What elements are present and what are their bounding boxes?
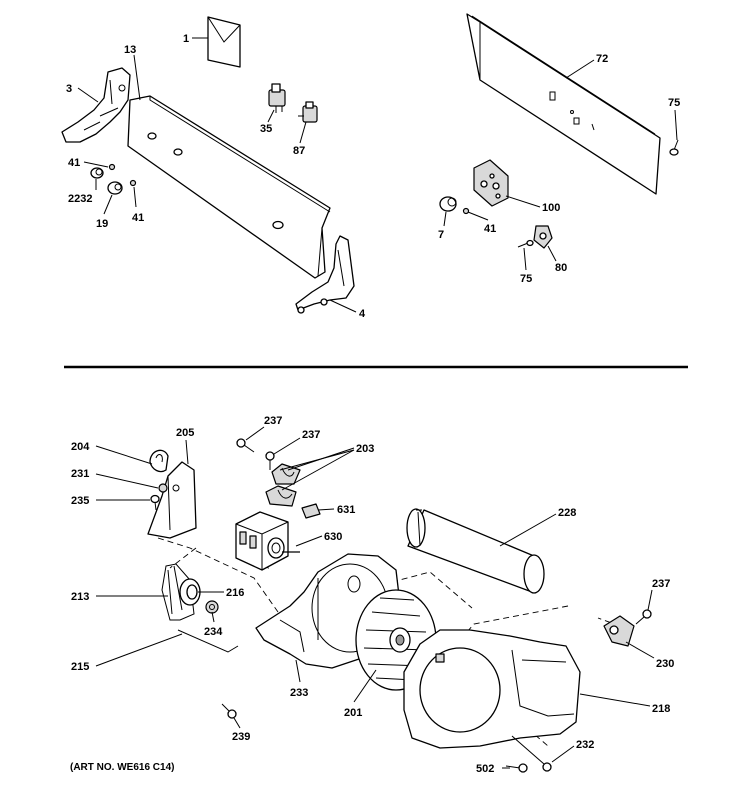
part-502-screw [505, 763, 528, 773]
part-228-duct [406, 508, 545, 594]
art-number-label: (ART NO. WE616 C14) [70, 762, 174, 773]
part-237-screw-c [635, 609, 652, 625]
callout-41-panel: 41 [484, 223, 496, 235]
callout-7: 7 [438, 229, 444, 241]
part-80-switch [533, 225, 553, 249]
callout-631: 631 [337, 504, 355, 516]
callout-230: 230 [656, 658, 674, 670]
part-630-motor [235, 511, 300, 571]
callout-215: 215 [71, 661, 89, 673]
part-13-control-panel [127, 95, 331, 279]
callout-87: 87 [293, 145, 305, 157]
callout-72: 72 [596, 53, 608, 65]
callout-35: 35 [260, 123, 272, 135]
callout-13: 13 [124, 44, 136, 56]
part-216-pulley [179, 578, 201, 606]
callout-204: 204 [71, 441, 90, 453]
callout-75-bottom: 75 [520, 273, 532, 285]
callout-205: 205 [176, 427, 194, 439]
part-631-block [301, 503, 321, 519]
part-234-nut [205, 600, 219, 614]
part-75-screw-bottom [517, 239, 534, 248]
callout-216: 216 [226, 587, 244, 599]
part-205-bracket [147, 461, 197, 539]
callout-235: 235 [71, 495, 89, 507]
callout-237-b: 237 [302, 429, 320, 441]
callout-201: 201 [344, 707, 362, 719]
callout-233: 233 [290, 687, 308, 699]
bottom-leader-lines [95, 426, 655, 769]
callout-237-c: 237 [652, 578, 670, 590]
callout-41-right: 41 [132, 212, 144, 224]
callout-80: 80 [555, 262, 567, 274]
callout-100: 100 [542, 202, 560, 214]
callout-19: 19 [96, 218, 108, 230]
part-41-clip-left [108, 163, 116, 171]
part-19-knob [107, 181, 123, 195]
part-7-knob [439, 196, 457, 212]
part-215-rod [177, 629, 239, 653]
callout-630: 630 [324, 531, 342, 543]
part-4-right-endcap [295, 235, 355, 314]
part-3-left-endcap [61, 67, 131, 143]
part-203-clamp-bottom [265, 485, 297, 507]
part-203-clamp-top [271, 463, 301, 485]
callout-1: 1 [183, 33, 189, 45]
part-75-screw-top [669, 139, 679, 156]
part-231-clip [158, 483, 168, 493]
part-72-rear-panel [466, 13, 661, 195]
part-41-clip-right [129, 179, 137, 187]
part-41-clip-rightpanel [462, 207, 470, 215]
part-232-bolt [511, 735, 552, 772]
callout-231: 231 [71, 468, 89, 480]
callout-41-left: 41 [68, 157, 80, 169]
callout-4: 4 [359, 308, 366, 320]
part-237-screw-a [236, 438, 255, 453]
part-2232-knob [90, 167, 104, 179]
callout-237-a: 237 [264, 415, 282, 427]
part-100-control-module [473, 159, 509, 207]
part-35-switch [268, 83, 286, 113]
callout-2232: 2232 [68, 193, 92, 205]
part-230-thermostat [603, 615, 635, 647]
callout-3: 3 [66, 83, 72, 95]
callout-239: 239 [232, 731, 250, 743]
part-235-screw [150, 494, 160, 511]
callout-502: 502 [476, 763, 494, 775]
callout-218: 218 [652, 703, 670, 715]
top-leader-lines [77, 37, 678, 313]
callout-234: 234 [204, 626, 223, 638]
part-213-belt [161, 563, 195, 621]
part-1-label-packet [207, 16, 241, 68]
part-218-blower-front [403, 629, 581, 749]
callout-213: 213 [71, 591, 89, 603]
callout-75-top: 75 [668, 97, 680, 109]
callout-228: 228 [558, 507, 576, 519]
part-204-clip [149, 449, 169, 473]
callout-203: 203 [356, 443, 374, 455]
part-87-switch [298, 101, 318, 123]
part-237-screw-b [265, 451, 275, 470]
callout-232: 232 [576, 739, 594, 751]
part-239-screw [221, 703, 237, 719]
